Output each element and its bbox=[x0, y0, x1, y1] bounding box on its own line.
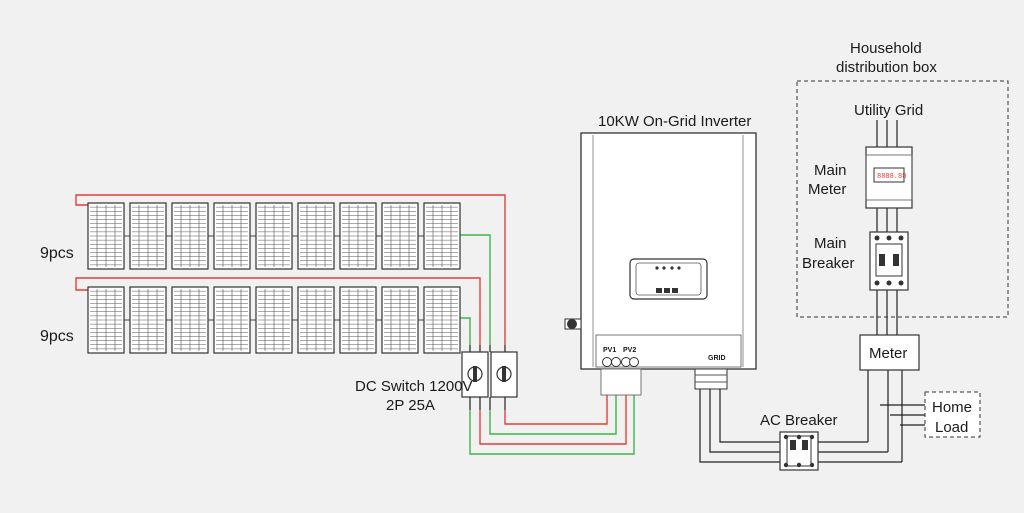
dc-switch-label-line2: 2P 25A bbox=[386, 397, 435, 414]
top-solar-panel-7 bbox=[339, 202, 377, 270]
top-solar-panel-8 bbox=[381, 202, 419, 270]
main-meter-label-line2: Meter bbox=[808, 181, 846, 198]
top-solar-panel-5 bbox=[255, 202, 293, 270]
top-solar-panel-1 bbox=[87, 202, 125, 270]
ac-breaker-label: AC Breaker bbox=[760, 412, 838, 429]
top-string-negative-wire bbox=[460, 234, 491, 345]
bottom-solar-panel-4 bbox=[213, 286, 251, 354]
inverter-body bbox=[580, 132, 757, 370]
dc-switch-label-line1: DC Switch 1200V bbox=[355, 378, 473, 395]
household-distribution-box bbox=[796, 80, 1009, 318]
bottom-solar-panel-8 bbox=[381, 286, 419, 354]
ac-wiring bbox=[699, 120, 925, 463]
solar-string-bottom bbox=[87, 286, 461, 354]
pv2-positive-wire bbox=[479, 395, 627, 445]
bottom-solar-panel-6 bbox=[297, 286, 335, 354]
solar-string-top bbox=[87, 202, 461, 270]
ac-breaker bbox=[779, 431, 819, 471]
bottom-solar-panel-5 bbox=[255, 286, 293, 354]
main-breaker bbox=[869, 231, 909, 291]
pv1-negative-wire bbox=[489, 395, 617, 435]
distribution-box-label-line2: distribution box bbox=[836, 59, 937, 76]
bottom-solar-panel-3 bbox=[171, 286, 209, 354]
grid-label: GRID bbox=[708, 355, 726, 362]
utility-grid-label: Utility Grid bbox=[854, 102, 923, 119]
inverter-display-panel bbox=[629, 258, 708, 300]
main-breaker-label-line2: Breaker bbox=[802, 255, 855, 272]
home-load-box bbox=[924, 391, 981, 438]
bottom-solar-panel-2 bbox=[129, 286, 167, 354]
meter-box bbox=[859, 334, 920, 371]
meter-label: Meter bbox=[869, 345, 907, 362]
pv1-positive-wire bbox=[504, 395, 608, 425]
bottom-string-negative-wire bbox=[460, 317, 471, 345]
inverter: PV1 PV2 GRID bbox=[564, 132, 757, 396]
string-top-count-label: 9pcs bbox=[40, 245, 74, 262]
main-breaker-label-line1: Main bbox=[814, 235, 847, 252]
bottom-string-positive-wire bbox=[75, 277, 481, 345]
home-load-label-line2: Load bbox=[935, 419, 968, 436]
pv2-label: PV2 bbox=[623, 347, 636, 354]
top-solar-panel-6 bbox=[297, 202, 335, 270]
top-string-positive-wire bbox=[75, 194, 506, 345]
distribution-box-label-line1: Household bbox=[850, 40, 922, 57]
inverter-title: 10KW On-Grid Inverter bbox=[598, 113, 751, 130]
top-solar-panel-9 bbox=[423, 202, 461, 270]
top-solar-panel-2 bbox=[129, 202, 167, 270]
home-load-label-line1: Home bbox=[932, 399, 972, 416]
main-meter: 8888.88 bbox=[865, 146, 913, 209]
dc-switch bbox=[461, 345, 518, 410]
main-meter-label-line1: Main bbox=[814, 162, 847, 179]
string-bottom-count-label: 9pcs bbox=[40, 328, 74, 345]
bottom-solar-panel-1 bbox=[87, 286, 125, 354]
top-solar-panel-3 bbox=[171, 202, 209, 270]
top-solar-panel-4 bbox=[213, 202, 251, 270]
main-meter-display: 8888.88 bbox=[877, 173, 906, 181]
dc-switch-unit-2 bbox=[489, 345, 518, 410]
bottom-solar-panel-7 bbox=[339, 286, 377, 354]
pv1-label: PV1 bbox=[603, 347, 616, 354]
dc-switch-unit-1 bbox=[461, 345, 489, 410]
pv-terminals bbox=[600, 357, 642, 396]
string-wiring bbox=[75, 194, 635, 455]
pv2-negative-wire bbox=[469, 395, 635, 455]
grid-cable-gland bbox=[694, 368, 728, 390]
bottom-solar-panel-9 bbox=[423, 286, 461, 354]
